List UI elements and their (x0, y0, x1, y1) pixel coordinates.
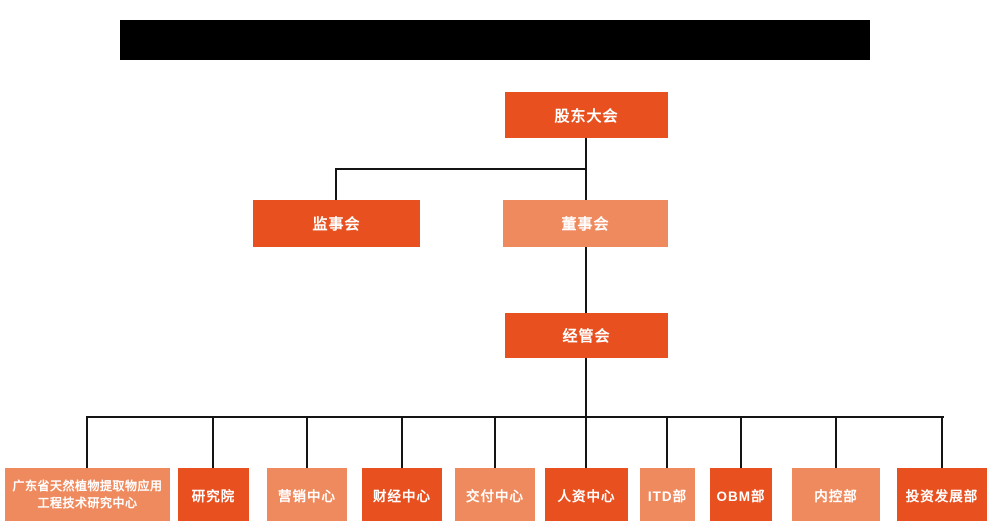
connector-departments-horizontal (86, 416, 944, 418)
node-dept-internal-control: 内控部 (792, 468, 880, 521)
node-dept-guangdong-research-center: 广东省天然植物提取物应用工程技术研究中心 (5, 468, 170, 521)
node-dept-itd: ITD部 (640, 468, 695, 521)
connector-board-to-management (585, 247, 587, 313)
node-supervisory-board: 监事会 (253, 200, 420, 247)
node-shareholders-meeting: 股东大会 (505, 92, 668, 138)
redacted-title-bar (120, 20, 870, 60)
connector-dept-drop-1 (86, 416, 88, 468)
node-dept-delivery-center: 交付中心 (455, 468, 535, 521)
connector-dept-drop-10 (941, 416, 943, 468)
connector-dept-drop-6 (585, 416, 587, 468)
connector-dept-drop-7 (666, 416, 668, 468)
connector-dept-drop-4 (401, 416, 403, 468)
node-dept-marketing-center: 营销中心 (267, 468, 347, 521)
node-dept-investment-development: 投资发展部 (897, 468, 987, 521)
node-management-committee: 经管会 (505, 313, 668, 358)
connector-dept-drop-8 (740, 416, 742, 468)
node-dept-finance-center: 财经中心 (362, 468, 442, 521)
node-board-of-directors: 董事会 (503, 200, 668, 247)
connector-level2-horizontal (335, 168, 587, 170)
node-dept-research-institute: 研究院 (178, 468, 249, 521)
connector-dept-drop-2 (212, 416, 214, 468)
node-dept-hr-center: 人资中心 (545, 468, 628, 521)
connector-dept-drop-9 (835, 416, 837, 468)
connector-management-down (585, 358, 587, 417)
connector-dept-drop-3 (306, 416, 308, 468)
connector-supervisory-drop (335, 168, 337, 200)
node-dept-obm: OBM部 (710, 468, 772, 521)
connector-dept-drop-5 (494, 416, 496, 468)
